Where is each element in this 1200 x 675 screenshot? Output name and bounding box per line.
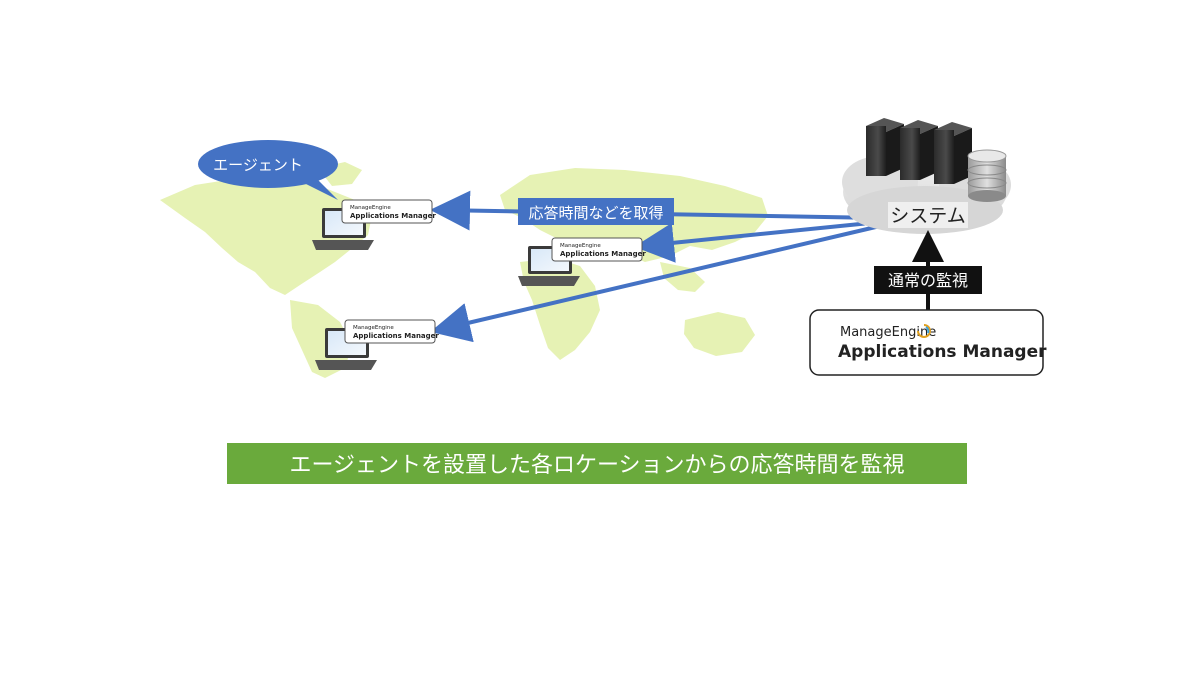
arrow-label: 応答時間などを取得 <box>518 198 674 225</box>
system-cloud: システム <box>842 118 1011 234</box>
continent-north-america <box>160 178 372 295</box>
monitoring-arrow: 通常の監視 <box>874 230 982 310</box>
agent-bubble-label: エージェント <box>213 156 303 174</box>
caption-bar: エージェントを設置した各ロケーションからの応答時間を監視 <box>227 443 967 484</box>
server-icon <box>866 118 904 176</box>
agent-laptop-2: ManageEngine Applications Manager <box>518 237 646 286</box>
caption-text: エージェントを設置した各ロケーションからの応答時間を監視 <box>289 453 904 478</box>
agent-laptop-3: ManageEngine Applications Manager <box>315 319 439 370</box>
monitor-label-text: 通常の監視 <box>888 271 968 290</box>
arrow-to-agent-2 <box>634 220 881 263</box>
agent-badge-brand: ManageEngine <box>350 205 391 211</box>
continent-south-america <box>290 300 352 378</box>
agent-badge <box>551 237 643 262</box>
system-label: システム <box>890 205 965 227</box>
agent-badge-name: Applications Manager <box>353 332 439 340</box>
agent-badge-name: Applications Manager <box>560 250 646 258</box>
server-icon <box>934 122 972 184</box>
arrow-to-agent-3 <box>430 224 881 343</box>
continent-se-asia <box>660 262 705 292</box>
product-name: Applications Manager <box>838 342 1047 362</box>
world-map <box>160 162 768 378</box>
agent-bubble: エージェント <box>198 140 338 200</box>
agent-badge <box>344 319 436 344</box>
product-logo-box: ManageEngine Applications Manager <box>809 309 1047 376</box>
agent-badge-brand: ManageEngine <box>560 243 601 249</box>
brand-swirl-icon <box>917 324 931 338</box>
server-icon <box>900 120 938 180</box>
agent-laptop-1: ManageEngine Applications Manager <box>312 199 436 250</box>
database-icon <box>967 149 1007 202</box>
agent-badge-brand: ManageEngine <box>353 325 394 331</box>
agent-badge <box>341 199 433 224</box>
arrow-label-text: 応答時間などを取得 <box>528 204 663 222</box>
continent-australia <box>684 312 755 356</box>
agent-badge-name: Applications Manager <box>350 212 436 220</box>
product-brand: ManageEngine <box>840 325 936 340</box>
